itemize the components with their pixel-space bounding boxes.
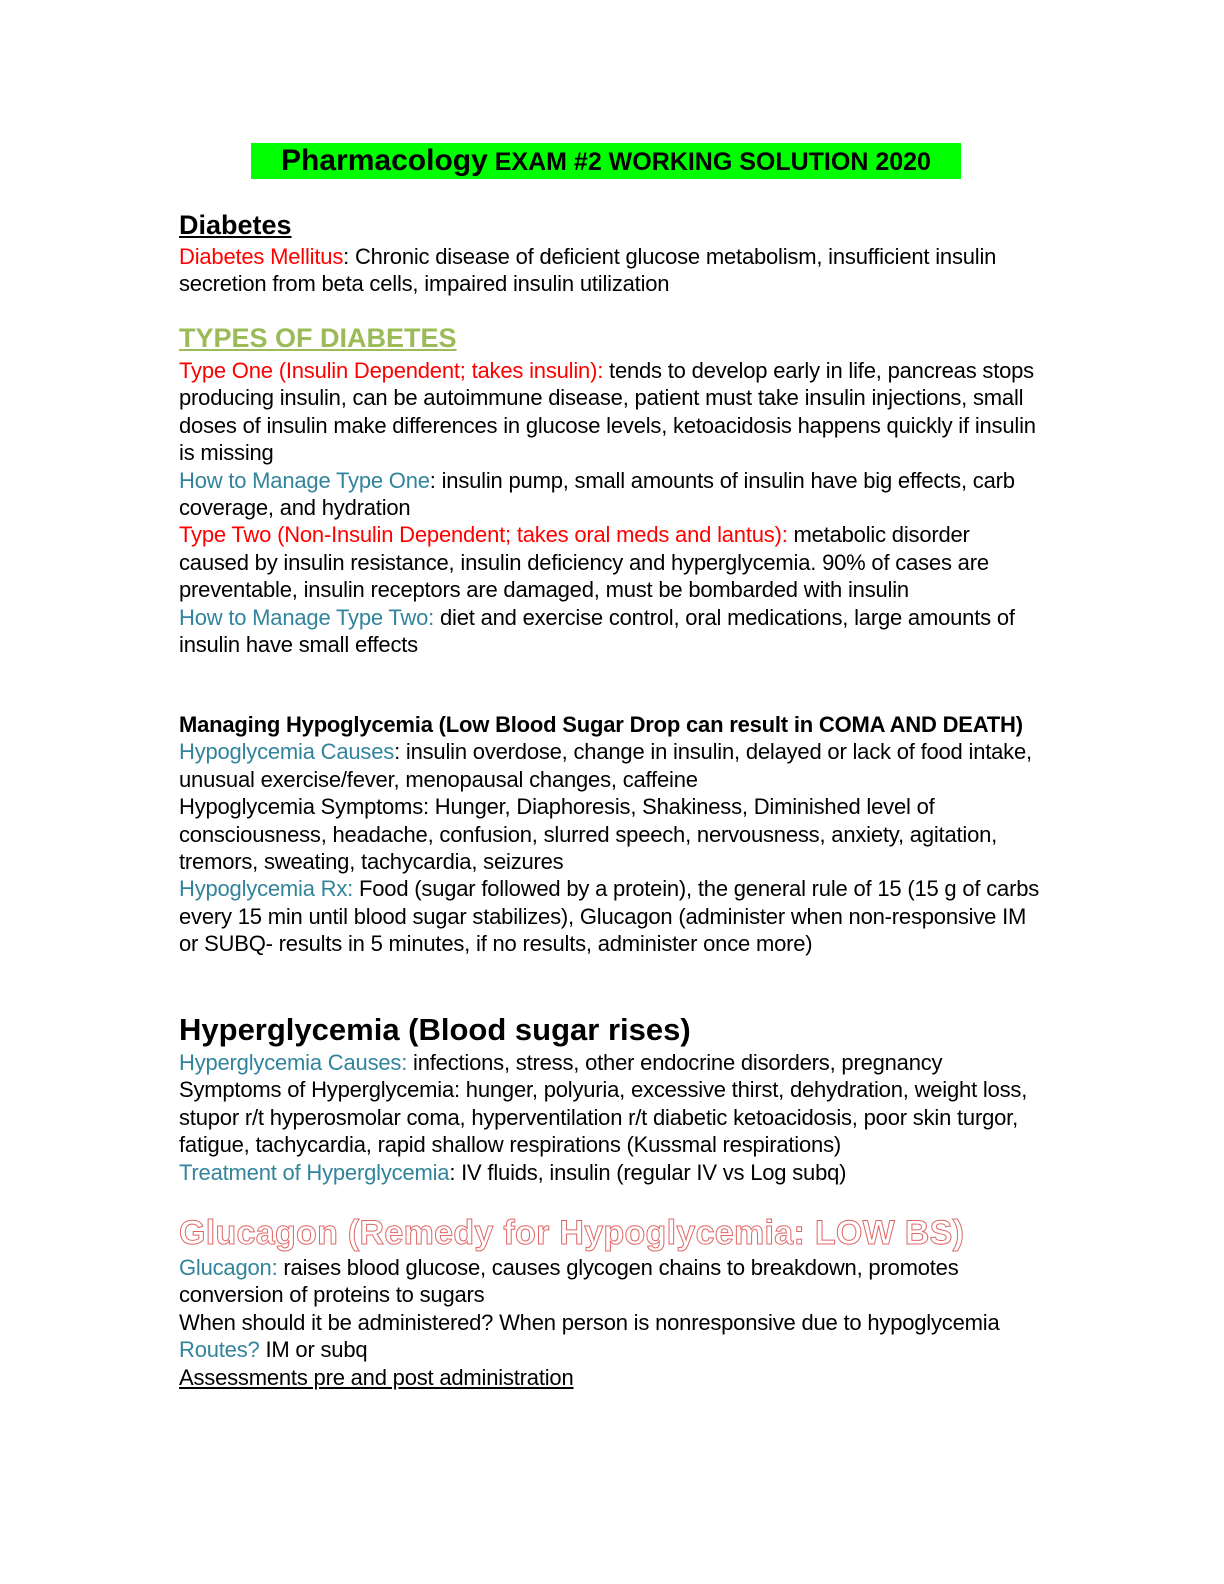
glucagon-definition-paragraph: Glucagon: raises blood glucose, causes g…: [179, 1254, 1044, 1309]
types-section: Type One (Insulin Dependent; takes insul…: [179, 357, 1044, 658]
term-label: Hypoglycemia Rx:: [179, 876, 354, 902]
term-text: : insulin pump, small amounts of insulin…: [179, 467, 1015, 521]
term-text: metabolic disorder caused by insulin res…: [179, 522, 989, 603]
type-two-paragraph: Type Two (Non-Insulin Dependent; takes o…: [179, 521, 1044, 603]
type-one-paragraph: Type One (Insulin Dependent; takes insul…: [179, 357, 1044, 467]
term-label: How to Manage Type Two:: [179, 604, 435, 630]
term-text: tends to develop early in life, pancreas…: [179, 358, 1036, 466]
document-title: Pharmacology EXAM #2 WORKING SOLUTION 20…: [251, 143, 961, 179]
term-text: diet and exercise control, oral medicati…: [179, 604, 1015, 658]
title-part2: EXAM #2 WORKING SOLUTION 2020: [494, 148, 931, 176]
diabetes-mellitus-paragraph: Diabetes Mellitus: Chronic disease of de…: [179, 243, 1044, 298]
glucagon-routes-paragraph: Routes? IM or subq: [179, 1336, 1044, 1363]
glucagon-section: Glucagon: raises blood glucose, causes g…: [179, 1254, 1044, 1391]
manage-two-paragraph: How to Manage Type Two: diet and exercis…: [179, 604, 1044, 659]
manage-one-paragraph: How to Manage Type One: insulin pump, sm…: [179, 467, 1044, 522]
term-label: How to Manage Type One: [179, 467, 430, 493]
hypoglycemia-section: Managing Hypoglycemia (Low Blood Sugar D…: [179, 711, 1044, 958]
term-text: IM or subq: [259, 1337, 368, 1363]
term-label: Type Two (Non-Insulin Dependent; takes o…: [179, 522, 788, 548]
term-label: Diabetes Mellitus: [179, 244, 344, 269]
term-label: Routes?: [179, 1337, 260, 1363]
hypo-symptoms-paragraph: Hypoglycemia Symptoms: Hunger, Diaphores…: [179, 794, 998, 875]
term-text: raises blood glucose, causes glycogen ch…: [179, 1255, 959, 1308]
hyperglycemia-heading: Hyperglycemia (Blood sugar rises): [179, 1012, 691, 1047]
term-text: : Chronic disease of deficient glucose m…: [179, 244, 997, 297]
term-label: Type One (Insulin Dependent; takes insul…: [179, 358, 604, 383]
term-text: Food (sugar followed by a protein), the …: [179, 876, 1040, 957]
hypoglycemia-heading: Managing Hypoglycemia (Low Blood Sugar D…: [179, 712, 1023, 737]
glucagon-when-paragraph: When should it be administered? When per…: [179, 1309, 1000, 1335]
diabetes-heading: Diabetes: [179, 210, 292, 240]
hyper-symptoms-paragraph: Symptoms of Hyperglycemia: hunger, polyu…: [179, 1077, 1028, 1158]
hypo-causes-paragraph: Hypoglycemia Causes: insulin overdose, c…: [179, 738, 1044, 793]
term-text: : IV fluids, insulin (regular IV vs Log …: [449, 1159, 847, 1185]
term-text: : insulin overdose, change in insulin, d…: [179, 739, 1032, 792]
hyper-causes-paragraph: Hyperglycemia Causes: infections, stress…: [179, 1049, 1044, 1076]
glucagon-heading: Glucagon (Remedy for Hypoglycemia: LOW B…: [178, 1214, 965, 1253]
types-heading: TYPES OF DIABETES: [179, 323, 457, 353]
title-part1: Pharmacology: [281, 144, 488, 177]
term-label: Hypoglycemia Causes: [179, 739, 395, 765]
term-text: infections, stress, other endocrine diso…: [407, 1050, 943, 1075]
term-label: Treatment of Hyperglycemia: [179, 1159, 450, 1185]
hyperglycemia-section: Hyperglycemia Causes: infections, stress…: [179, 1049, 1044, 1186]
term-label: Glucagon:: [179, 1255, 278, 1280]
term-label: Hyperglycemia Causes:: [179, 1050, 408, 1075]
hypo-rx-paragraph: Hypoglycemia Rx: Food (sugar followed by…: [179, 875, 1044, 957]
glucagon-assessments-paragraph: Assessments pre and post administration: [179, 1364, 574, 1390]
hyper-treatment-paragraph: Treatment of Hyperglycemia: IV fluids, i…: [179, 1159, 1044, 1186]
